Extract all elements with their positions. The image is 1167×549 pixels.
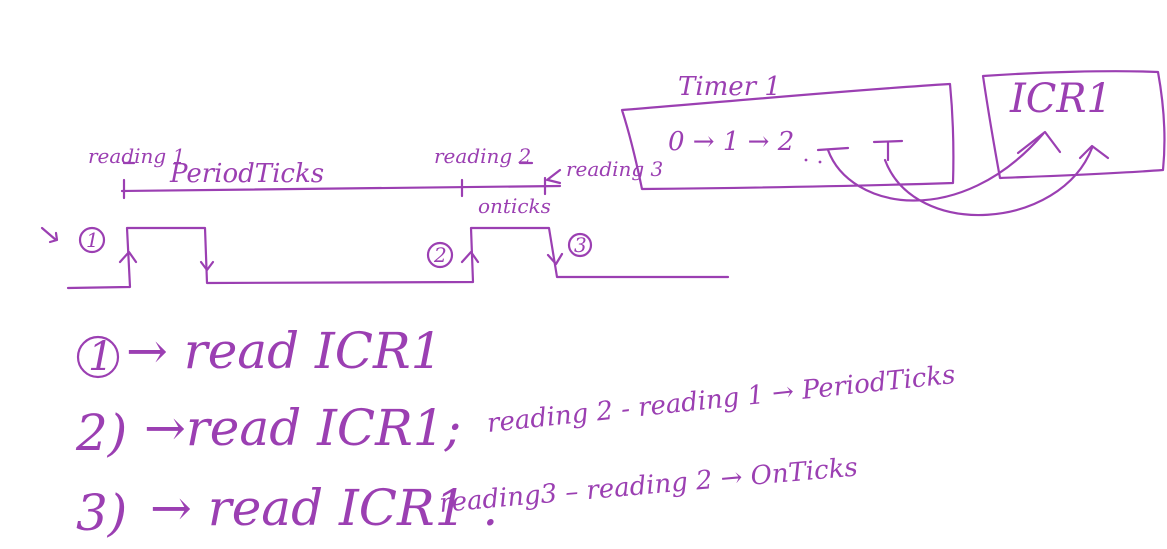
step-2-calc: reading 2 - reading 1 → PeriodTicks [486, 360, 957, 439]
steps: 1 → read ICR1 2) →read ICR1; reading 2 -… [75, 322, 957, 542]
timer-box: Timer 1 0 → 1 → 2 [620, 72, 955, 191]
capture-curve-1 [826, 132, 1045, 202]
step-3-text: → read ICR1 . [150, 479, 498, 537]
rising-edge-arrow-1 [118, 250, 138, 264]
period-ticks-line [120, 184, 562, 193]
ellipsis-dot [804, 158, 808, 162]
timeline-annotations: reading 1 reading 2 reading 3 PeriodTick… [88, 144, 663, 218]
icr-arrowhead-2 [1078, 144, 1110, 160]
edge-1-label: 1 [86, 228, 99, 252]
reading-3-label: reading 3 [566, 157, 663, 181]
edge-1-circle [78, 226, 106, 254]
step-1-text: → read ICR1 [126, 322, 442, 380]
step-3-calc: reading3 – reading 2 → OnTicks [438, 452, 859, 518]
edge-2-label: 2 [433, 243, 447, 267]
reading-3-arrow [545, 168, 562, 185]
step-2-num: 2) [75, 404, 127, 462]
period-ticks-label: PeriodTicks [169, 159, 324, 189]
step-1-circle [76, 335, 120, 379]
on-ticks-label: onticks [478, 194, 551, 218]
ellipsis-dot [818, 160, 822, 164]
reading-2-label: reading 2 [434, 144, 531, 168]
step-2-text: →read ICR1; [144, 399, 461, 457]
icr-arrowhead-1 [1016, 130, 1062, 155]
edge-3-circle [567, 232, 593, 258]
start-arrow [40, 226, 59, 244]
timer-sequence: 0 → 1 → 2 [668, 127, 794, 157]
falling-edge-arrow [199, 260, 215, 272]
timer-sequence-underline [816, 146, 850, 152]
icr-box-outline [981, 70, 1166, 180]
edge-3-label: 3 [574, 233, 587, 257]
step-1-num: 1 [88, 334, 113, 380]
reading-1-label: reading 1 [88, 144, 185, 168]
icr-box-title: ICR1 [1009, 76, 1112, 122]
timer-box-outline [620, 82, 955, 191]
timer-box-title: Timer 1 [678, 72, 781, 102]
step-3-num: 3) [76, 484, 127, 542]
falling-edge-arrow-2 [546, 252, 564, 266]
rising-edge-arrow-2 [460, 250, 480, 264]
pwm-waveform [66, 226, 730, 290]
icr-box: ICR1 [981, 70, 1166, 180]
capture-curve-2 [883, 146, 1094, 217]
edge-2-circle [426, 241, 454, 269]
